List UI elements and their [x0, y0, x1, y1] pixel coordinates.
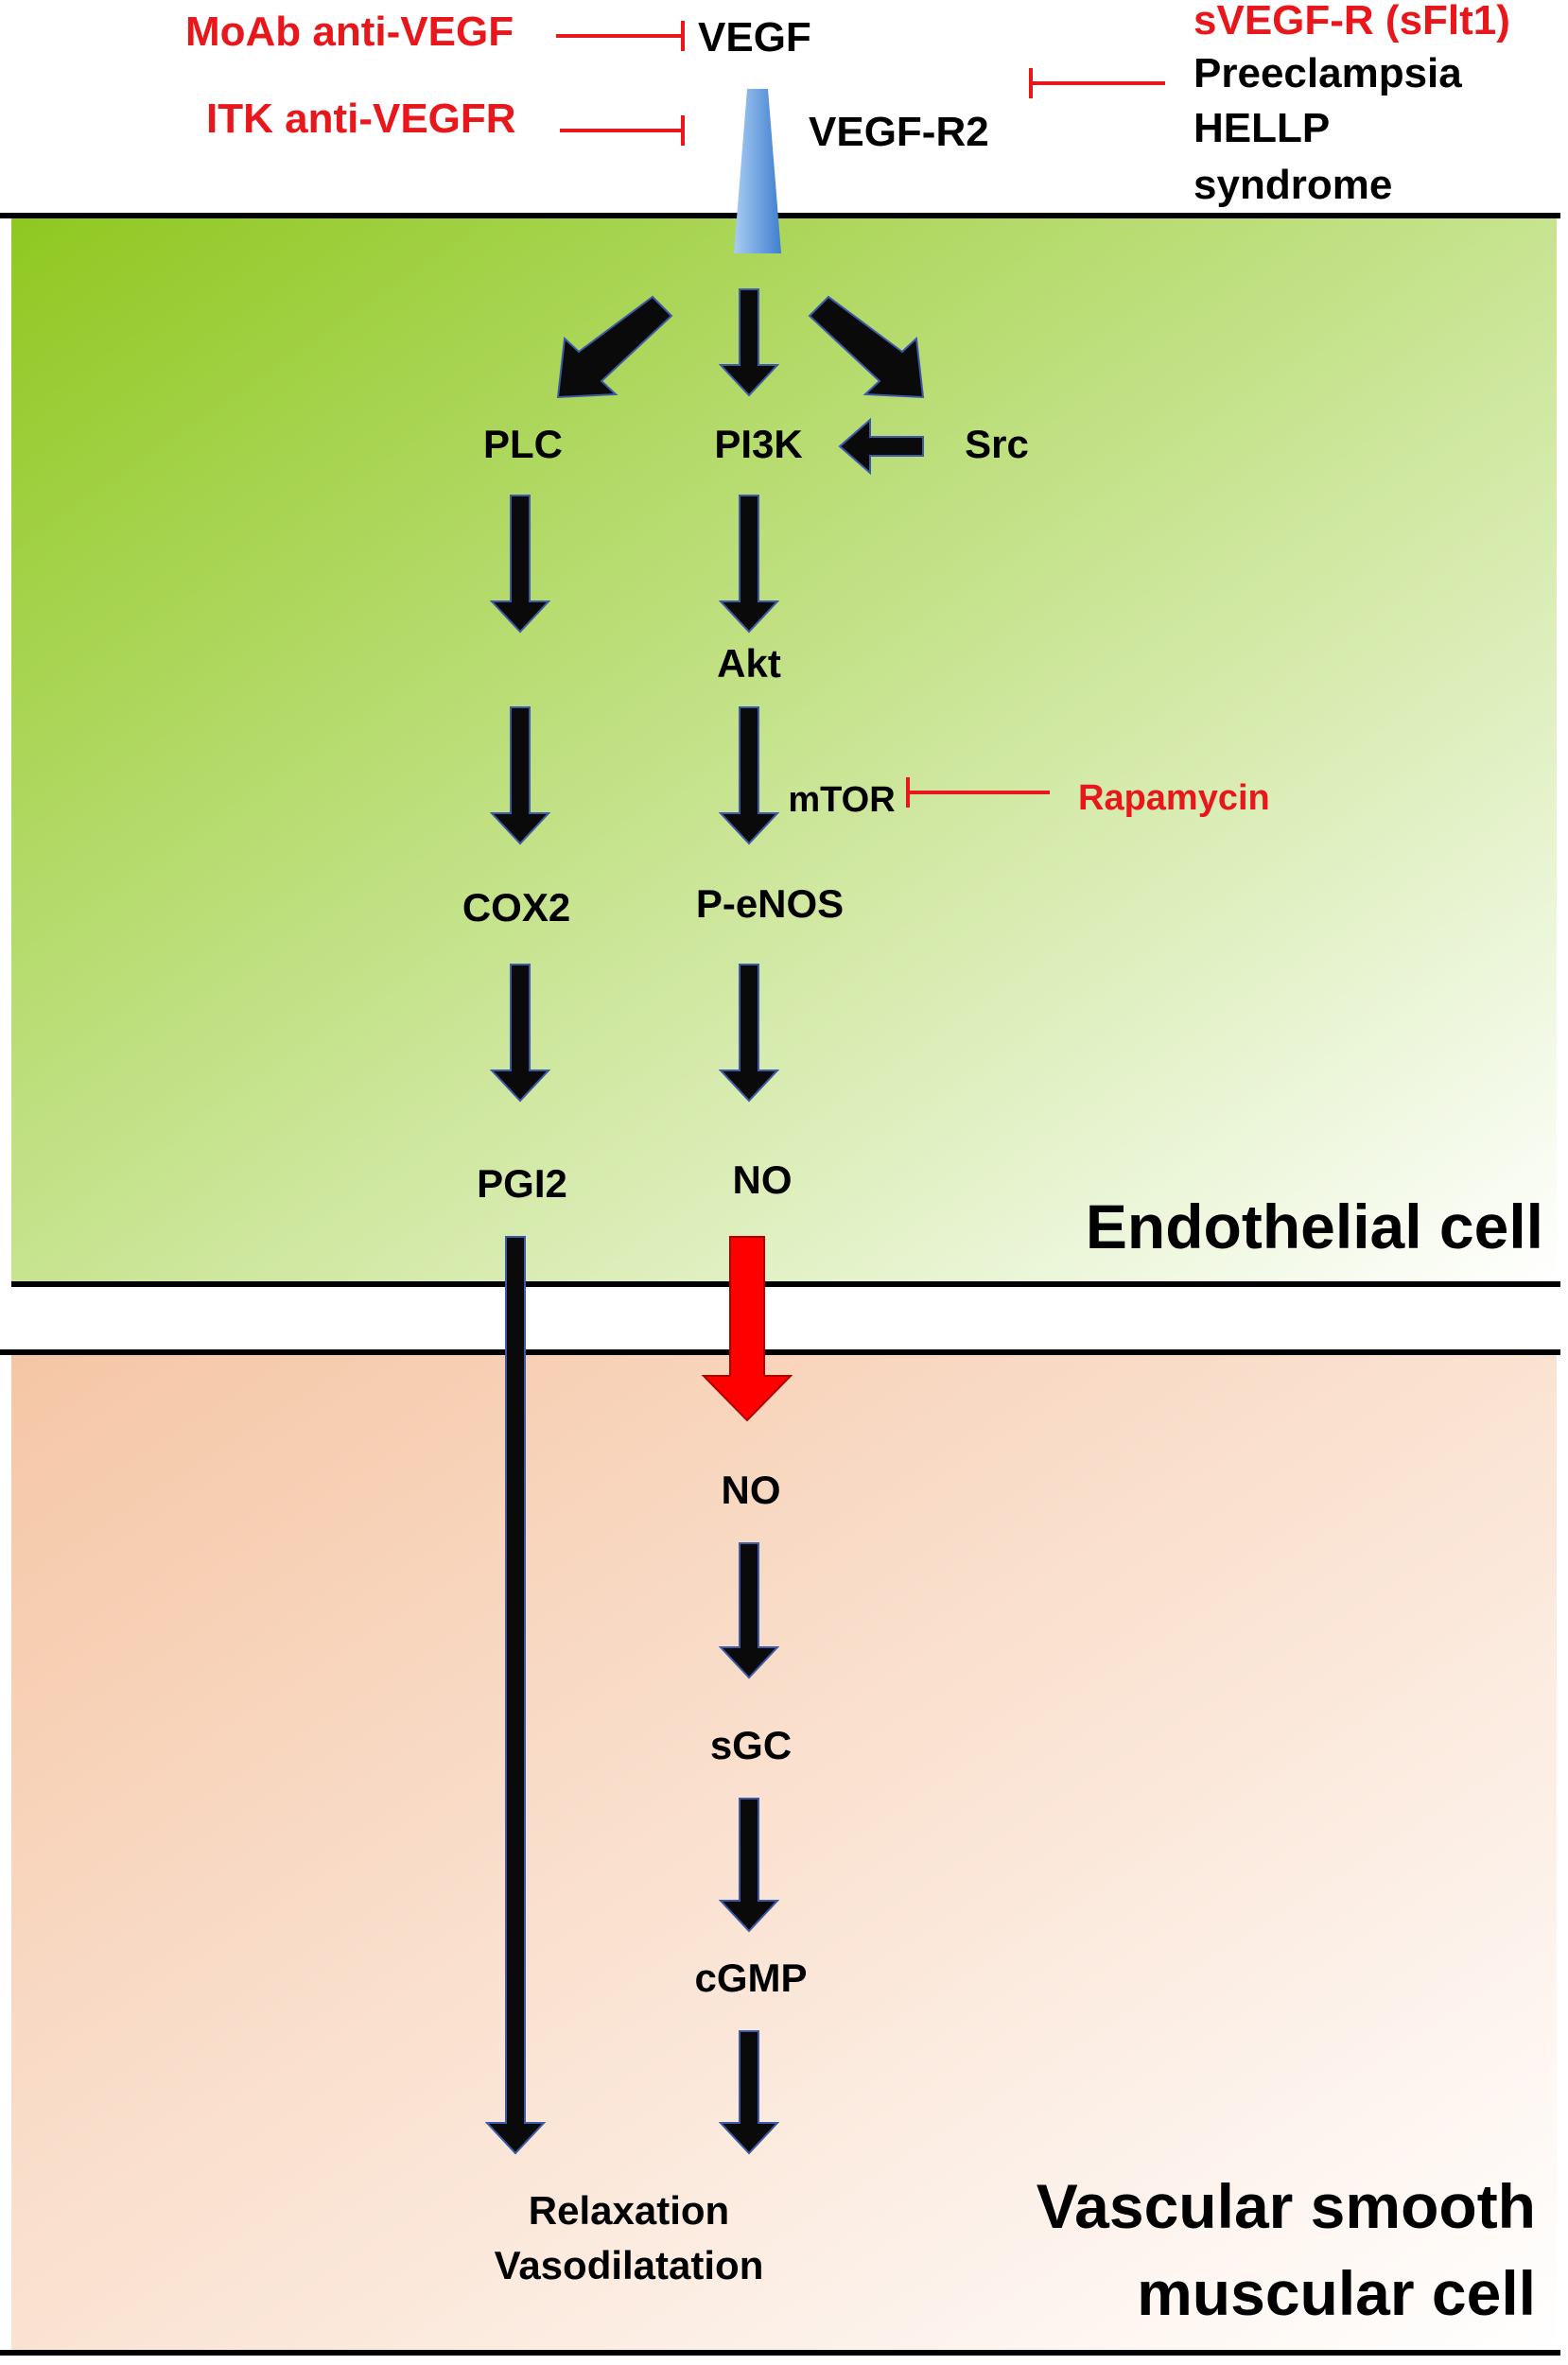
node-src: Src — [965, 422, 1029, 466]
arrow-no-to-sgc — [718, 1542, 780, 1679]
arrow-peNOS-to-no — [718, 964, 780, 1103]
endothelial-nodes: PLC PI3K Src Akt mTOR COX2 P-eNOS PGI2 N… — [462, 422, 1029, 1206]
node-akt: Akt — [717, 641, 781, 686]
smooth-muscle-nodes: NO sGC cGMP Relaxation Vasodilatation — [495, 1468, 808, 2287]
condition-hellp: HELLP — [1193, 105, 1330, 151]
itk-anti-vegfr-label: ITK anti-VEGFR — [206, 96, 516, 142]
svegfr-label: sVEGF-R (sFlt1) — [1193, 0, 1510, 43]
node-plc: PLC — [483, 422, 563, 466]
node-no-endothelial: NO — [733, 1157, 793, 1202]
itk-inhibition-bar — [560, 115, 685, 146]
arrow-src-to-pi3k — [838, 417, 924, 476]
arrow-no-diffusion — [701, 1236, 793, 1422]
inhibition-bars — [556, 21, 1165, 808]
rapamycin-label: Rapamycin — [1078, 778, 1270, 818]
arrow-akt-to-peNOS — [718, 706, 780, 845]
endothelial-cell-label: Endothelial cell — [1086, 1191, 1543, 1261]
moab-inhibition-bar — [556, 21, 685, 51]
moab-anti-vegf-label: MoAb anti-VEGF — [185, 9, 514, 55]
node-no-smooth-muscle: NO — [722, 1468, 781, 1512]
arrow-cgmp-to-relaxation — [718, 2030, 780, 2155]
endothelial-cell-region — [11, 216, 1557, 1284]
node-cgmp: cGMP — [694, 1956, 807, 2000]
arrow-receptor-to-plc — [556, 295, 673, 399]
node-pi3k: PI3K — [714, 422, 802, 466]
arrow-pi3k-to-akt — [718, 495, 780, 634]
vegf-r2-receptor-shape — [734, 89, 781, 253]
smooth-muscle-cell-region — [11, 1352, 1557, 2353]
node-sgc: sGC — [710, 1723, 792, 1767]
vegf-label: VEGF — [698, 14, 811, 61]
outcome-relaxation: Relaxation — [529, 2188, 729, 2233]
inhibitor-labels: MoAb anti-VEGF ITK anti-VEGFR sVEGF-R (s… — [185, 0, 1510, 818]
smooth-muscle-label-line2: muscular cell — [1137, 2258, 1536, 2328]
membranes — [0, 213, 1560, 2356]
arrow-receptor-to-pi3k — [718, 288, 780, 397]
smooth-muscle-label-line1: Vascular smooth — [1037, 2171, 1536, 2241]
node-cox2: COX2 — [462, 885, 570, 930]
arrow-pgi2-to-relaxation — [484, 1236, 547, 2155]
arrow-receptor-to-src — [808, 295, 925, 399]
pathway-arrows — [484, 288, 925, 2155]
arrow-cox2-to-pgi2 — [489, 964, 551, 1103]
arrow-plc-to-cox2-part2 — [489, 706, 551, 845]
svegfr-inhibition-bar — [1029, 68, 1165, 98]
arrow-plc-to-cox2-part1 — [489, 495, 551, 634]
condition-preeclampsia: Preeclampsia — [1193, 50, 1462, 96]
outcome-vasodilatation: Vasodilatation — [495, 2243, 764, 2287]
rapamycin-inhibition-bar — [906, 777, 1050, 808]
node-pgi2: PGI2 — [477, 1161, 567, 1206]
vegf-r2-label: VEGF-R2 — [809, 109, 989, 155]
condition-syndrome: syndrome — [1193, 162, 1392, 208]
extracellular-labels: VEGF VEGF-R2 Preeclampsia HELLP syndrome — [698, 14, 1462, 208]
arrow-sgc-to-cgmp — [718, 1798, 780, 1933]
smooth-muscle-cell-label: Vascular smooth muscular cell — [1037, 2171, 1536, 2328]
node-peNOS: P-eNOS — [696, 881, 844, 926]
node-mtor: mTOR — [788, 780, 895, 820]
